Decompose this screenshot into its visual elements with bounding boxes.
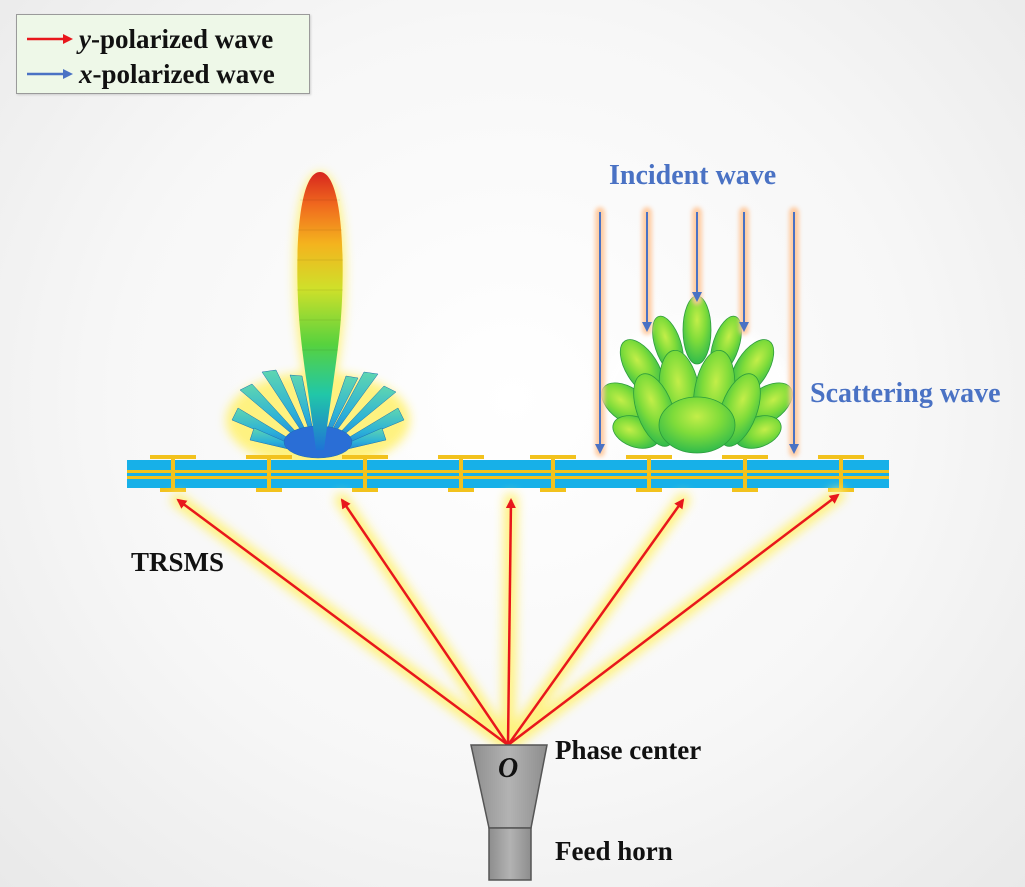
legend-item-x: x-polarized wave <box>25 59 275 89</box>
trsms-metasurface <box>127 455 889 492</box>
legend-item-y: y-polarized wave <box>25 24 273 54</box>
incident-wave-label: Incident wave <box>609 160 777 191</box>
feed-ray-arrow <box>505 498 516 746</box>
origin-label: O <box>498 753 519 784</box>
pencil-beam-pattern <box>226 172 410 468</box>
feed-horn <box>470 744 548 881</box>
feed-ray-arrow <box>506 498 685 746</box>
feed-horn-label: Feed horn <box>555 836 673 866</box>
blue-arrow-icon <box>27 69 73 79</box>
feed-ray-arrow <box>176 498 509 747</box>
incident-wave-arrows <box>595 207 799 457</box>
scattering-pattern <box>601 295 793 470</box>
feed-rays <box>171 488 845 752</box>
legend: y-polarized wave x-polarized wave <box>16 14 310 94</box>
legend-label-x: x-polarized wave <box>79 58 275 89</box>
feed-ray-arrow <box>507 493 840 746</box>
phase-center-label: Phase center <box>555 735 702 765</box>
trsms-label: TRSMS <box>131 547 225 577</box>
scattering-wave-label: Scattering wave <box>810 378 1001 409</box>
feed-ray-arrow <box>340 498 510 746</box>
legend-label-y: y-polarized wave <box>79 23 274 54</box>
red-arrow-icon <box>27 34 73 44</box>
